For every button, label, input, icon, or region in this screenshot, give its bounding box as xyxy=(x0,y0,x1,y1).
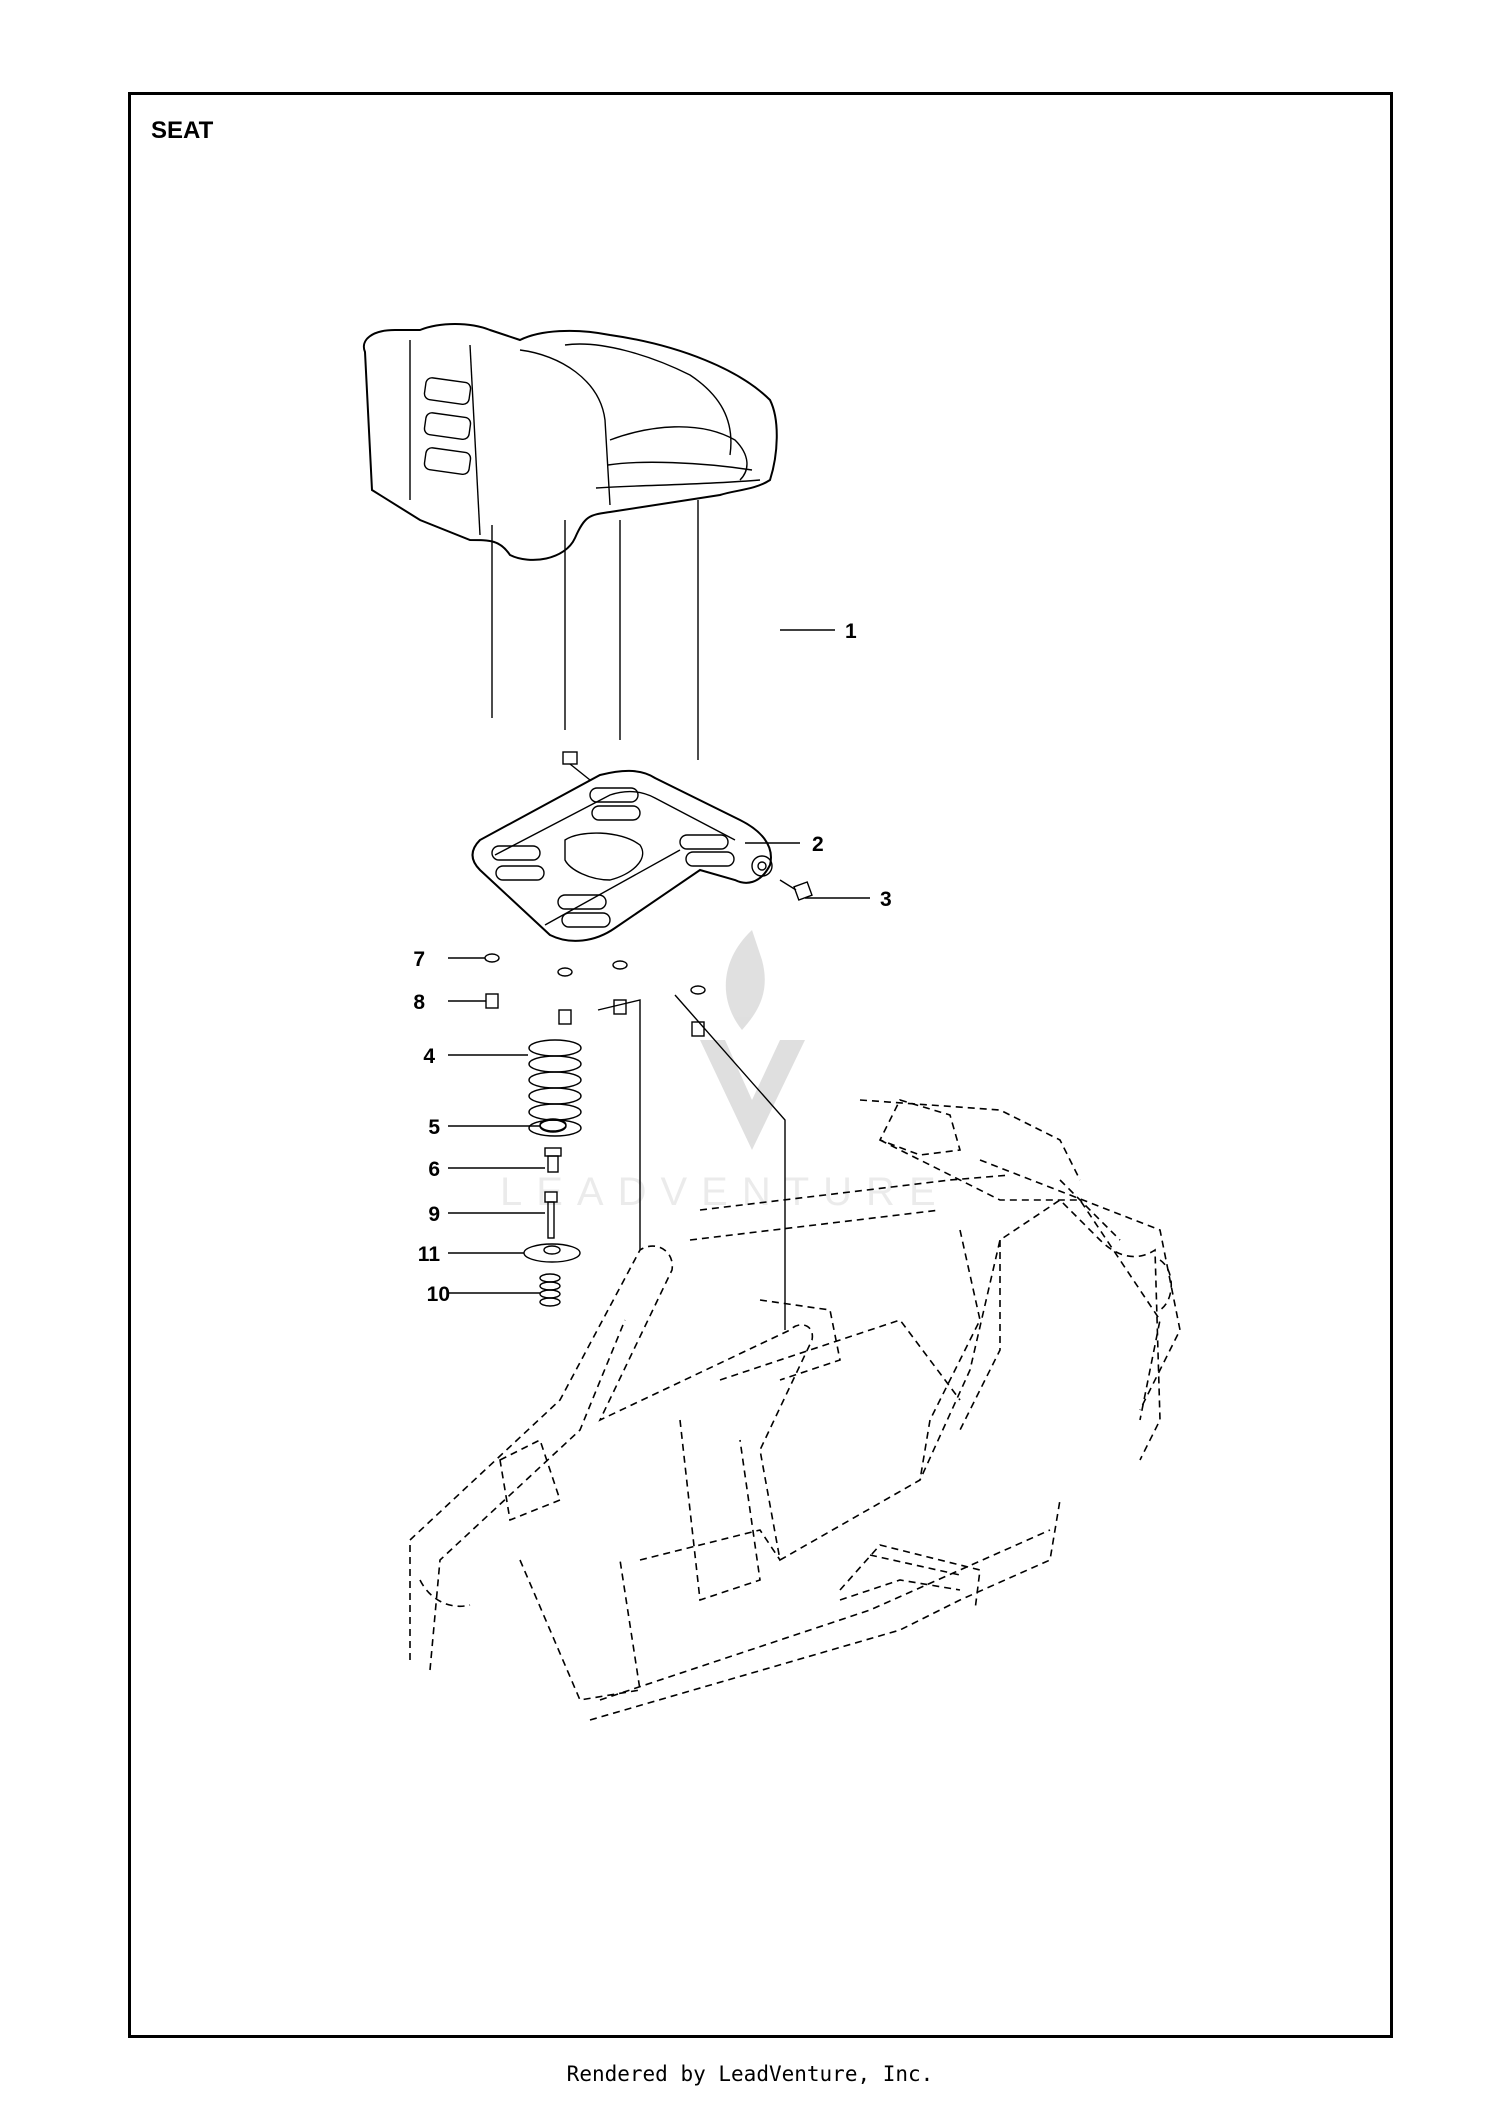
page-title: SEAT xyxy=(151,117,214,144)
callout-3: 3 xyxy=(880,888,892,911)
callout-9: 9 xyxy=(428,1203,440,1226)
washers-part-7 xyxy=(484,953,706,995)
small-spring-part-10 xyxy=(539,1273,561,1307)
callout-7: 7 xyxy=(413,948,425,971)
seat-base-plate xyxy=(471,769,773,942)
disc-part-11 xyxy=(523,1243,581,1263)
watermark-logo xyxy=(700,930,805,1150)
callout-10: 10 xyxy=(427,1283,450,1306)
spring-part-4 xyxy=(528,1039,582,1137)
callout-4: 4 xyxy=(423,1045,435,1068)
screw-part-3 xyxy=(779,879,813,901)
seat-cushion xyxy=(362,323,778,561)
bolts-part-8 xyxy=(485,993,705,1037)
watermark-text: LEADVENTURE xyxy=(500,1170,950,1214)
callout-8: 8 xyxy=(413,991,425,1014)
diagram-frame xyxy=(128,92,1393,2038)
frame-chassis-dashed xyxy=(409,1099,1181,1721)
callout-5: 5 xyxy=(428,1116,440,1139)
callout-leaders xyxy=(448,629,870,1294)
footer-credit: Rendered by LeadVenture, Inc. xyxy=(566,2062,934,2086)
top-screw xyxy=(562,751,591,781)
washer-5 xyxy=(539,1119,567,1133)
pin-part-9 xyxy=(544,1191,558,1239)
callout-2: 2 xyxy=(812,833,824,856)
washer-part-5 xyxy=(539,1118,567,1132)
callout-11: 11 xyxy=(418,1243,441,1266)
bolt-part-6 xyxy=(544,1147,562,1173)
callout-6: 6 xyxy=(428,1158,440,1181)
callout-1: 1 xyxy=(845,620,857,643)
